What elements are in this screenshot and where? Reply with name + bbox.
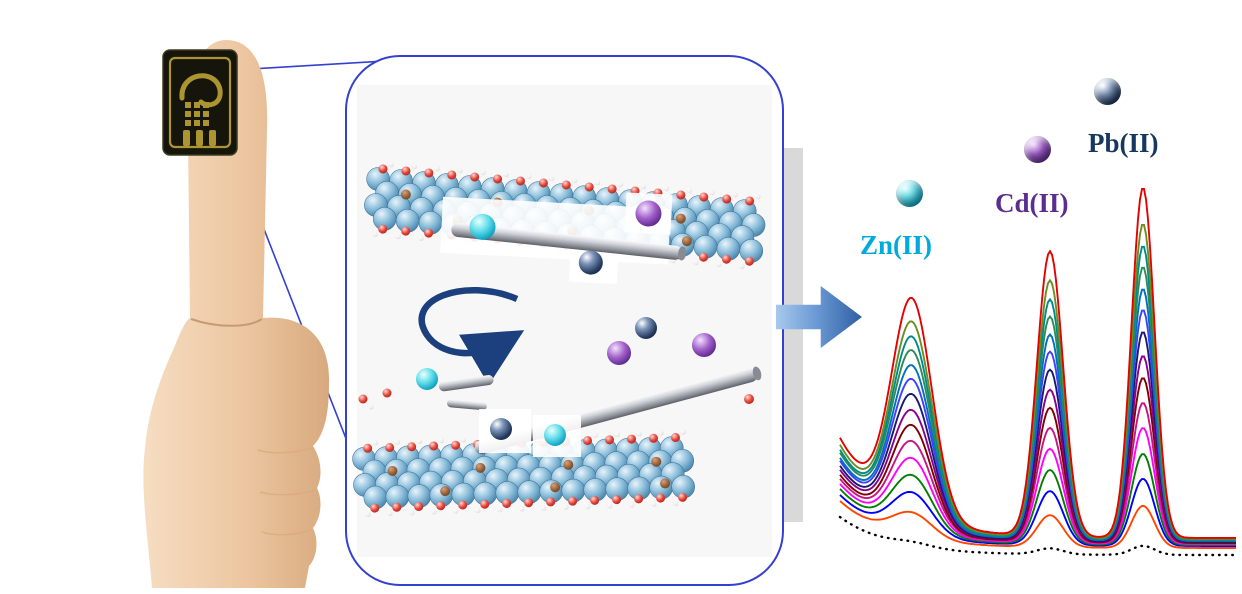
zn-peak-label: Zn(II) bbox=[860, 230, 933, 260]
thumb-photo bbox=[90, 18, 340, 589]
zoom-panel bbox=[345, 55, 784, 586]
short-nanorod bbox=[438, 375, 494, 392]
voltammogram-plot: Zn(II) Cd(II) Pb(II) bbox=[830, 70, 1242, 589]
sensor-chip bbox=[162, 49, 238, 156]
chip-electrode-bars-icon bbox=[183, 130, 216, 146]
nanorod bbox=[451, 222, 687, 261]
cd-ion-sphere-icon bbox=[635, 200, 662, 227]
oxygen-atom-icon bbox=[382, 388, 392, 398]
oxygen-atom-icon bbox=[744, 394, 754, 404]
short-nanorod bbox=[446, 399, 487, 411]
chip-electrode-grid-icon bbox=[185, 102, 209, 126]
pb-ion-sphere-icon bbox=[1094, 78, 1121, 105]
pb-ion-sphere-icon bbox=[490, 418, 512, 440]
cd-ion-sphere-icon bbox=[692, 333, 716, 357]
nanorod-ions-inset bbox=[440, 192, 687, 284]
oxygen-atom-icon bbox=[358, 394, 368, 404]
curved-arrow-icon bbox=[418, 287, 525, 386]
cd-ion-sphere-icon bbox=[607, 341, 631, 365]
pb-peak-label: Pb(II) bbox=[1088, 128, 1159, 158]
zn-ion-sphere-icon bbox=[544, 424, 566, 446]
zn-ion-sphere-icon bbox=[896, 180, 923, 207]
free-metal-ions bbox=[358, 317, 754, 457]
cd-ion-sphere-icon bbox=[1024, 136, 1051, 163]
chip-electrode-loop-icon bbox=[179, 73, 223, 108]
pb-ion-sphere-icon bbox=[635, 317, 657, 339]
pb-ion-sphere-icon bbox=[578, 250, 603, 275]
cd-peak-label: Cd(II) bbox=[995, 188, 1069, 218]
zn-ion-sphere-icon bbox=[469, 213, 496, 240]
zn-ion-sphere-icon bbox=[416, 368, 438, 390]
hydrogen-atom-icon bbox=[368, 404, 374, 410]
